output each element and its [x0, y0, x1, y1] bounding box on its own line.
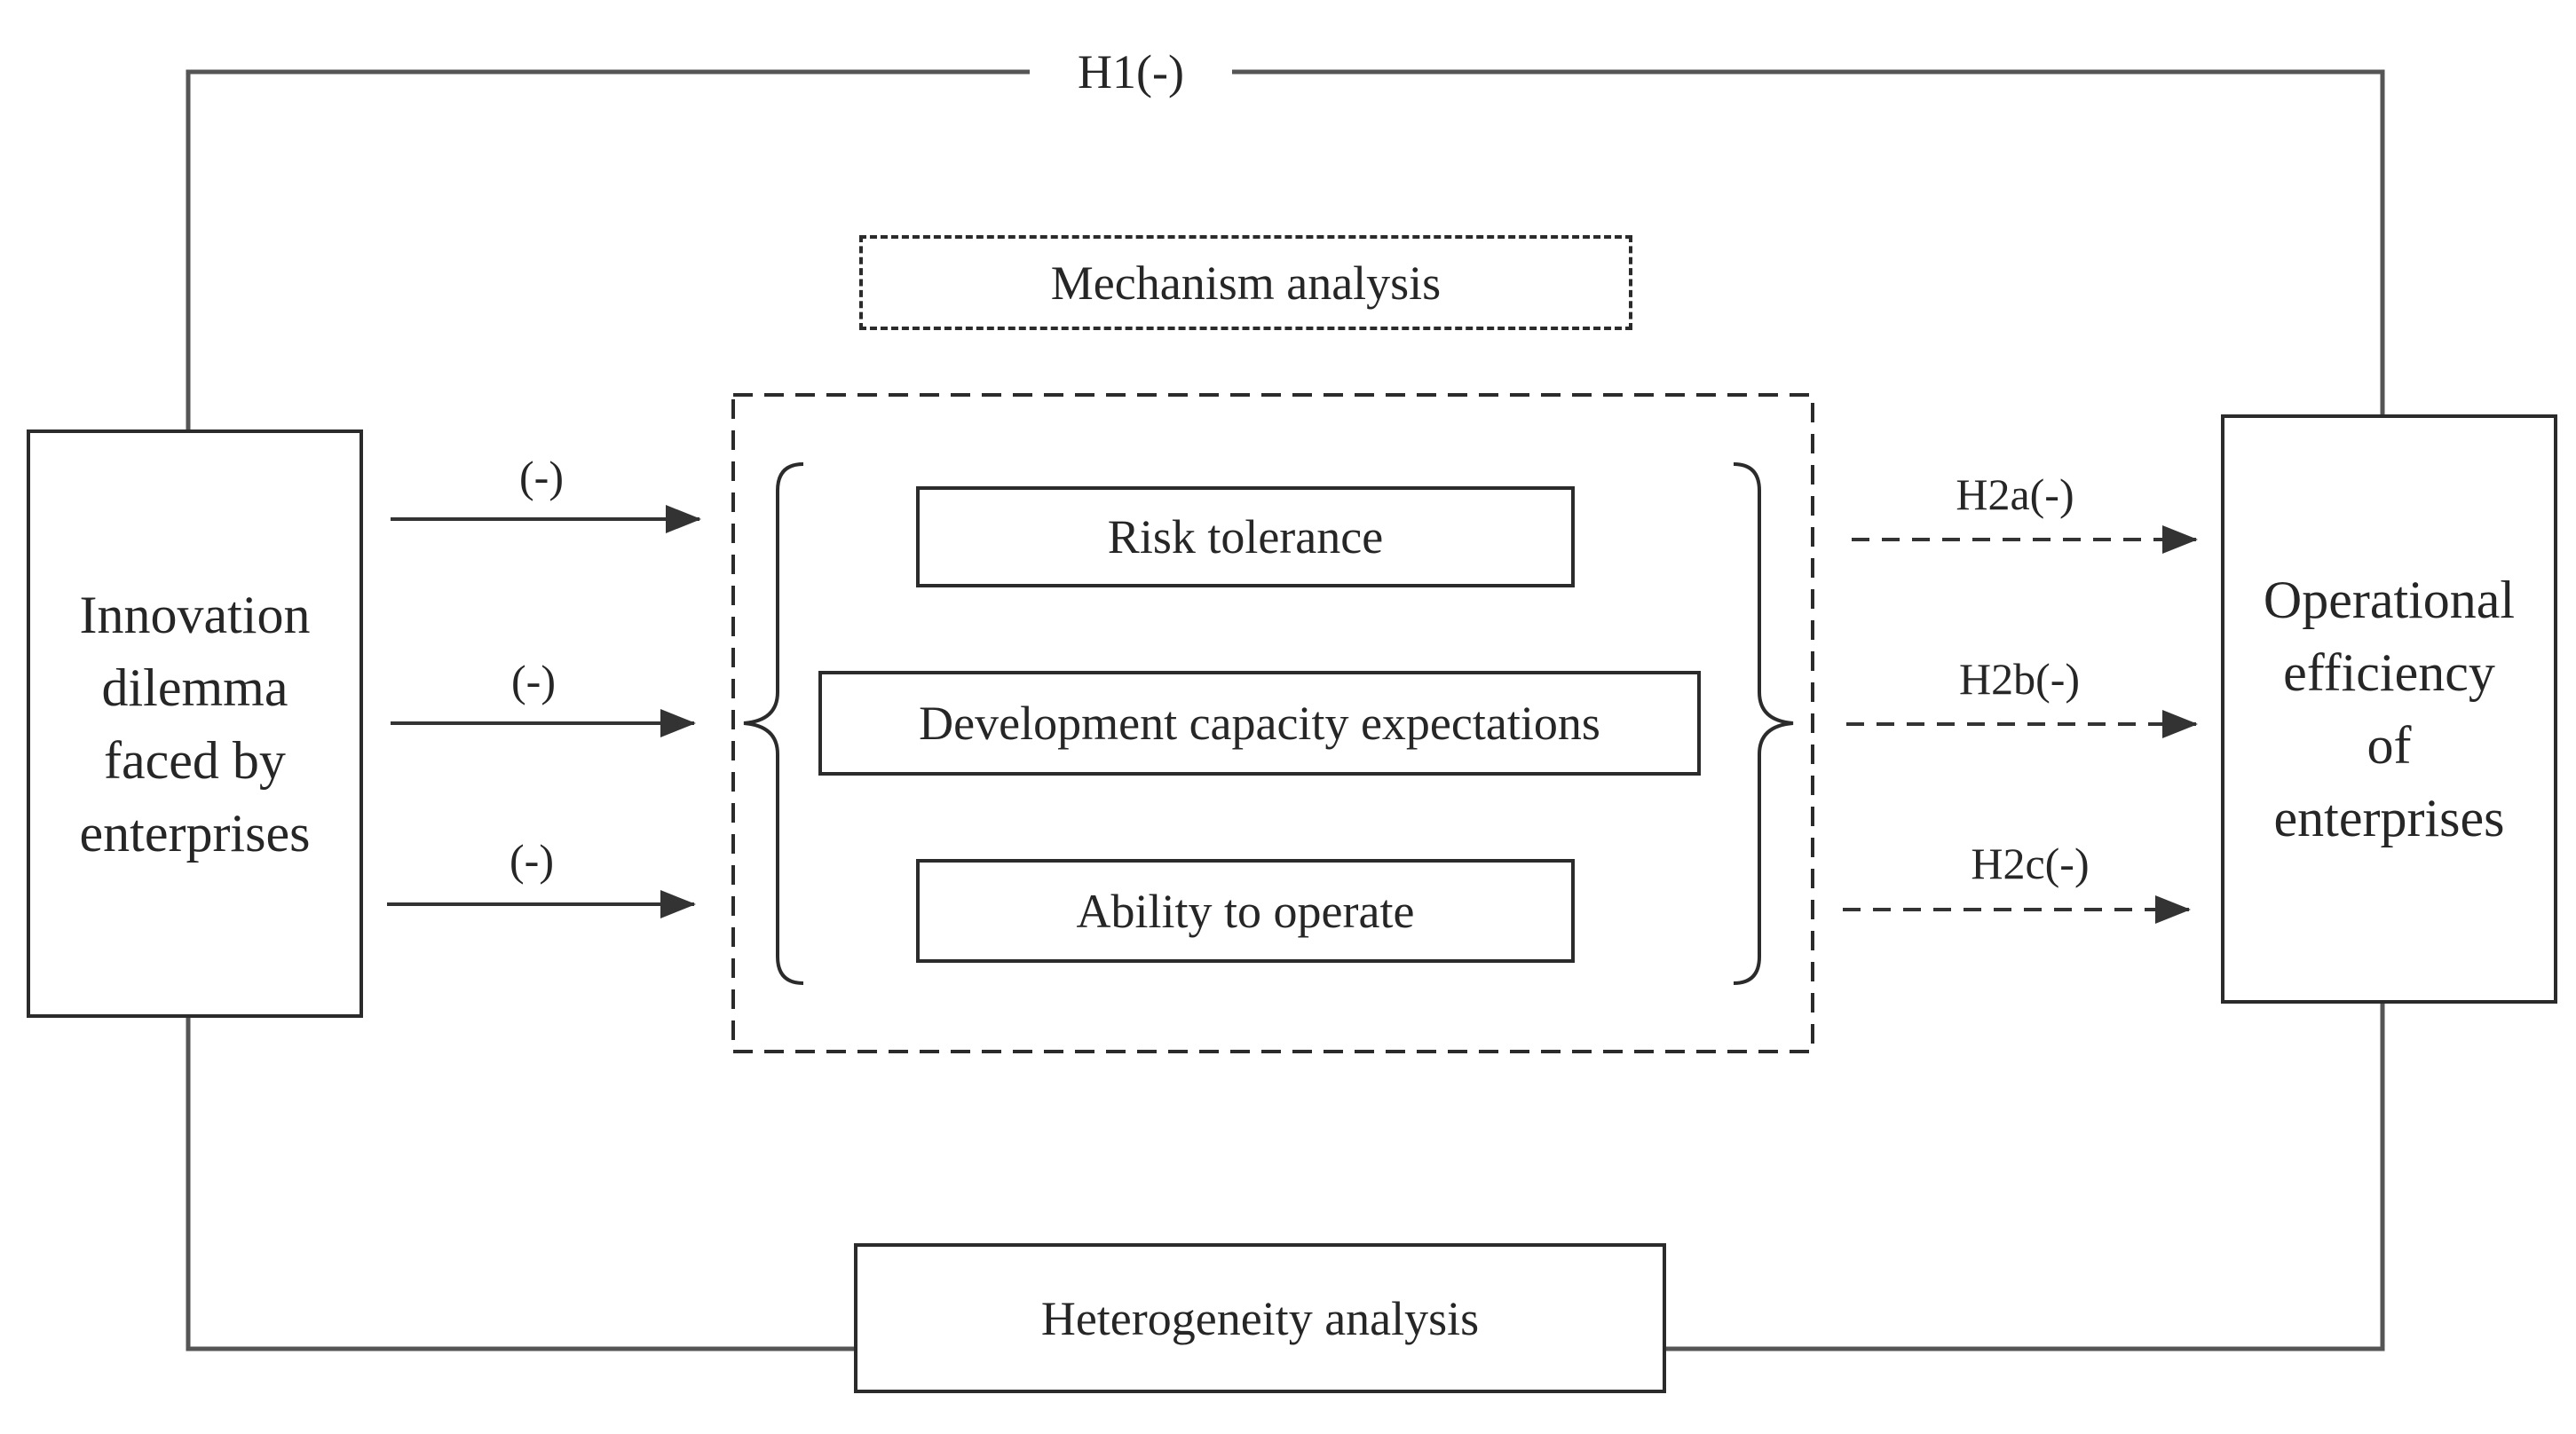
right-brace	[1733, 462, 1794, 985]
left-box-line: enterprises	[79, 803, 311, 863]
left-box-line: Innovation	[79, 585, 311, 644]
right-arrow-label-h2a: H2a(-)	[1956, 469, 2074, 519]
h1-label: H1(-)	[1078, 45, 1184, 98]
ability-to-operate-label: Ability to operate	[1076, 884, 1415, 938]
left-arrow-label-1: (-)	[519, 452, 564, 501]
heterogeneity-analysis-label: Heterogeneity analysis	[1040, 1291, 1480, 1345]
risk-tolerance-box: Risk tolerance	[916, 486, 1575, 587]
risk-tolerance-label: Risk tolerance	[1107, 510, 1384, 563]
right-box-line: of	[2367, 716, 2412, 775]
operational-efficiency-box: Operational efficiency of enterprises	[2221, 414, 2557, 1004]
mechanism-frame	[731, 393, 1814, 1053]
left-box-line: dilemma	[101, 658, 288, 717]
heterogeneity-analysis-box: Heterogeneity analysis	[854, 1243, 1666, 1393]
mechanism-analysis-label: Mechanism analysis	[1050, 256, 1442, 310]
ability-to-operate-box: Ability to operate	[916, 859, 1575, 963]
right-box-line: efficiency	[2283, 643, 2495, 702]
left-brace	[743, 462, 804, 985]
right-box-line: Operational	[2263, 571, 2516, 629]
right-box-line: enterprises	[2273, 789, 2505, 847]
development-capacity-label: Development capacity expectations	[919, 697, 1600, 750]
left-box-line: faced by	[104, 730, 286, 790]
left-arrow-label-3: (-)	[510, 835, 554, 885]
right-arrow-label-h2c: H2c(-)	[1971, 839, 2090, 888]
development-capacity-box: Development capacity expectations	[818, 671, 1701, 776]
innovation-dilemma-box: Innovation dilemma faced by enterprises	[27, 429, 363, 1018]
right-arrow-label-h2b: H2b(-)	[1958, 654, 2081, 704]
mechanism-analysis-box: Mechanism analysis	[859, 235, 1632, 330]
left-arrow-label-2: (-)	[511, 656, 556, 705]
